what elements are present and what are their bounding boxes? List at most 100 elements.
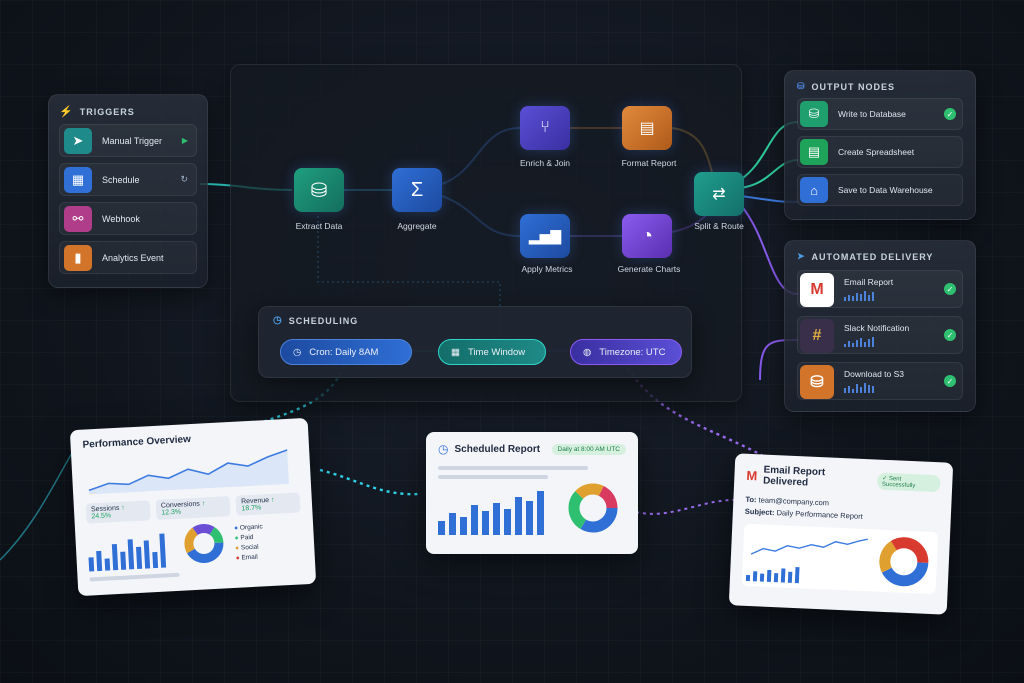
send-icon: ➤ — [797, 251, 806, 261]
to-label: To: — [745, 494, 757, 505]
placeholder-line — [89, 572, 180, 582]
database-icon: ⛁ — [797, 81, 806, 91]
email-preview — [741, 523, 939, 595]
apply-metrics-node[interactable]: ▂▅▇ — [520, 214, 570, 258]
legend-label: Organic — [239, 523, 263, 532]
triggers-title: TRIGGERS — [79, 106, 135, 117]
email-report-card: M Email Report Delivered ✓ Sent Successf… — [728, 453, 954, 615]
document-icon: ▤ — [639, 120, 655, 137]
trigger-label: Manual Trigger — [102, 135, 163, 146]
enrich-join-node[interactable]: ⑂ — [520, 106, 570, 150]
output-nodes-title: OUTPUT NODES — [811, 81, 896, 92]
trigger-manual[interactable]: ➤ Manual Trigger ▶ — [59, 124, 197, 157]
delivery-header: ➤ AUTOMATED DELIVERY — [797, 251, 963, 262]
email-meta: To: team@company.com Subject: Daily Perf… — [745, 494, 940, 526]
timezone-label: Timezone: UTC — [599, 346, 666, 358]
output-write-database[interactable]: ⛁ Write to Database ✓ — [797, 98, 963, 130]
aggregate-label: Aggregate — [397, 221, 437, 231]
subject-label: Subject: — [744, 506, 775, 518]
gmail-icon: M — [746, 467, 758, 483]
output-nodes-panel: ⛁ OUTPUT NODES ⛁ Write to Database ✓ ▤ C… — [784, 70, 976, 220]
email-bar-chart — [745, 563, 871, 586]
spreadsheet-icon: ▤ — [800, 139, 828, 165]
legend-email: ● Email — [235, 553, 258, 562]
legend-label: Email — [241, 553, 258, 562]
email-title: Email Report Delivered — [762, 464, 826, 489]
play-icon[interactable]: ▶ — [181, 136, 188, 145]
clock-icon: ◷ — [293, 346, 302, 358]
mini-chart — [844, 337, 909, 347]
clock-icon: ◷ — [438, 442, 449, 456]
legend-label: Social — [240, 543, 259, 552]
format-report-label: Format Report — [621, 158, 677, 168]
slack-icon: # — [800, 319, 834, 353]
time-window-pill[interactable]: ▦ Time Window — [438, 339, 546, 365]
check-icon: ✓ — [944, 283, 956, 295]
subject-value: Daily Performance Report — [776, 508, 863, 521]
delivery-email[interactable]: M Email Report ✓ — [797, 270, 963, 308]
conversions-metric: Conversions ↑ 12.3% — [155, 496, 231, 520]
enrich-join-label: Enrich & Join — [519, 158, 571, 168]
split-route-label: Split & Route — [694, 221, 744, 231]
triggers-panel: ⚡ TRIGGERS ➤ Manual Trigger ▶ ▦ Schedule… — [48, 94, 208, 288]
apply-metrics-label: Apply Metrics — [521, 264, 573, 274]
delivery-title: AUTOMATED DELIVERY — [811, 251, 934, 262]
delivery-slack[interactable]: # Slack Notification ✓ — [797, 316, 963, 354]
delivery-label: Email Report — [844, 277, 894, 287]
extract-data-label: Extract Data — [295, 221, 343, 231]
timezone-pill[interactable]: ◍ Timezone: UTC — [570, 339, 682, 365]
mini-chart — [844, 383, 904, 393]
output-create-spreadsheet[interactable]: ▤ Create Spreadsheet — [797, 136, 963, 168]
s3-icon: ⛁ — [800, 365, 834, 399]
mini-chart — [844, 291, 893, 301]
triggers-header: ⚡ TRIGGERS — [59, 105, 197, 118]
schedule-badge: Daily at 8:00 AM UTC — [551, 443, 626, 455]
time-window-label: Time Window — [467, 346, 526, 358]
check-icon: ✓ — [944, 375, 956, 387]
refresh-icon: ↻ — [180, 174, 188, 184]
output-label: Write to Database — [838, 109, 906, 119]
output-save-warehouse[interactable]: ⌂ Save to Data Warehouse — [797, 174, 963, 206]
scheduling-header: ◷ SCHEDULING — [273, 315, 677, 326]
check-icon: ✓ — [944, 329, 956, 341]
legend-label: Paid — [240, 533, 254, 542]
sessions-metric: Sessions ↑ 24.5% — [85, 500, 151, 524]
split-route-node[interactable]: ⇄ — [694, 172, 744, 216]
gmail-icon: M — [800, 273, 834, 307]
branch-icon: ⑂ — [540, 119, 550, 136]
lightning-icon: ⚡ — [59, 106, 74, 118]
placeholder-line — [438, 475, 548, 479]
performance-overview-card: Performance Overview Sessions ↑ 24.5% Co… — [69, 417, 317, 597]
output-label: Create Spreadsheet — [838, 147, 915, 157]
sched-title: Scheduled Report — [454, 443, 541, 455]
scheduling-title: SCHEDULING — [288, 315, 359, 326]
bar-chart-icon: ▂▅▇ — [528, 227, 562, 244]
perf-metrics: Sessions ↑ 24.5% Conversions ↑ 12.3% Rev… — [85, 492, 301, 524]
database-icon: ⛁ — [800, 101, 828, 127]
sigma-icon: Σ — [410, 178, 424, 201]
shuffle-icon: ⇄ — [712, 186, 726, 203]
trigger-webhook[interactable]: ⚯ Webhook — [59, 202, 197, 235]
perf-legend: ● Organic ● Paid ● Social ● Email — [234, 522, 265, 563]
check-icon: ✓ — [944, 108, 956, 120]
cron-pill[interactable]: ◷ Cron: Daily 8AM — [280, 339, 412, 365]
bar-chart-icon: ▮ — [64, 244, 92, 271]
trigger-analytics[interactable]: ▮ Analytics Event — [59, 241, 197, 274]
sent-badge: ✓ Sent Successfully — [876, 472, 941, 492]
delivery-label: Slack Notification — [844, 323, 910, 333]
format-report-node[interactable]: ▤ — [622, 106, 672, 150]
cursor-icon: ➤ — [64, 127, 92, 154]
generate-charts-node[interactable]: ◔ — [622, 214, 672, 258]
delivery-s3[interactable]: ⛁ Download to S3 ✓ — [797, 362, 963, 400]
sched-donut-chart — [568, 483, 618, 533]
trigger-schedule[interactable]: ▦ Schedule ↻ — [59, 163, 197, 196]
output-nodes-header: ⛁ OUTPUT NODES — [797, 81, 963, 92]
aggregate-node[interactable]: Σ — [392, 168, 442, 212]
perf-line-chart — [88, 449, 289, 495]
automated-delivery-panel: ➤ AUTOMATED DELIVERY M Email Report ✓ # … — [784, 240, 976, 412]
clock-icon: ◷ — [273, 315, 283, 326]
extract-data-node[interactable]: ⛁ — [294, 168, 344, 212]
perf-bar-chart: ● Organic ● Paid ● Social ● Email — [87, 520, 303, 572]
cron-label: Cron: Daily 8AM — [309, 346, 379, 358]
revenue-metric: Revenue ↑ 18.7% — [235, 492, 301, 516]
